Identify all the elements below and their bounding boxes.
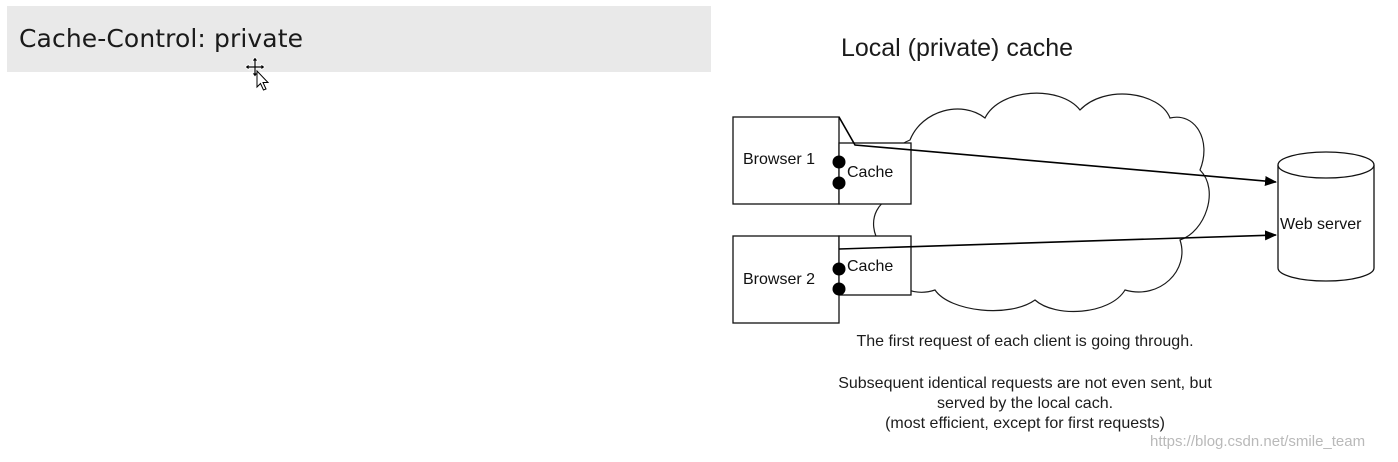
browser-1-port-bottom [832,176,846,190]
internet-cloud-shape [873,92,1210,313]
cache-2-label: Cache [847,258,894,275]
caption-line-2: Subsequent identical requests are not ev… [838,375,1212,392]
browser-1-port-top [832,155,846,169]
heading-band [7,6,711,72]
caption-line-3: served by the local cach. [936,395,1114,412]
browser-2-box [732,235,840,324]
cache-2-box [838,235,912,296]
web-server-label: Web server [1280,216,1362,233]
request-arrow-browser-2 [838,230,1277,250]
request-arrow-browser-1 [838,116,1277,187]
browser-2-port-bottom [832,282,846,296]
browser-2-label: Browser 2 [743,271,816,288]
browser-1-box [732,116,840,205]
diagram-title: Local (private) cache [840,34,1074,62]
caption-line-1: The first request of each client is goin… [856,333,1194,350]
diagram-canvas [732,92,1375,324]
watermark-url: https://blog.csdn.net/smile_team [1150,433,1366,450]
caption-line-4: (most efficient, except for first reques… [885,415,1165,432]
web-server-cylinder-body [1277,165,1375,282]
move-cursor-icon [244,56,270,91]
cache-1-box [838,142,912,205]
cache-diagram: Local (private) cache Browser 1 Cache Br… [700,0,1398,462]
page-heading: Cache-Control: private [19,24,304,53]
browser-1-label: Browser 1 [743,151,816,168]
web-server-cylinder-top [1277,151,1375,179]
cache-1-label: Cache [847,164,894,181]
browser-2-port-top [832,262,846,276]
